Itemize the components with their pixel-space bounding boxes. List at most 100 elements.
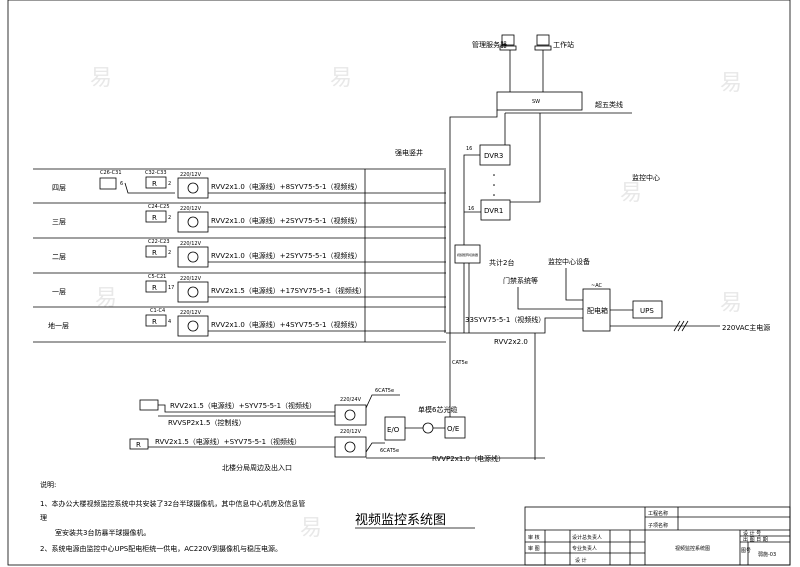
oe-converter [444, 416, 466, 439]
svg-text:R: R [136, 441, 141, 449]
floor-grid [33, 168, 446, 343]
svg-text:配电箱: 配电箱 [587, 306, 608, 315]
svg-text:1、本办公大楼视频监控系统中共安装了32台半球摄像机，其中信: 1、本办公大楼视频监控系统中共安装了32台半球摄像机，其中信息中心机房及信息管 [40, 499, 305, 508]
svg-text:RVV2x2.0: RVV2x2.0 [494, 338, 528, 346]
svg-text:2: 2 [168, 181, 171, 187]
svg-text:16: 16 [468, 206, 474, 212]
eo-converter [384, 416, 406, 441]
svg-text:RVV2x1.5（电源线）+17SYV75-5-1（视频线）: RVV2x1.5（电源线）+17SYV75-5-1（视频线） [211, 286, 366, 295]
svg-text:出 图 日 期: 出 图 日 期 [743, 536, 768, 543]
svg-text:专业负责人: 专业负责人 [572, 545, 597, 552]
floor-row: C32-C33 R 2 220/12V RVV2x1.0（电源线）+8SYV75… [145, 170, 446, 199]
svg-text:R: R [152, 284, 157, 292]
svg-text:R: R [152, 318, 157, 326]
riser-label: 强电竖井 [395, 148, 423, 157]
svg-text:一层: 一层 [52, 288, 66, 296]
ptz-camera-icon [129, 438, 149, 450]
switch-box [496, 91, 583, 111]
svg-text:视频监控系统图: 视频监控系统图 [675, 545, 710, 552]
title-block: 工程名称 子项名称 审 核 审 图 设计总负责人 专业负责人 设 计 视频监控系… [524, 506, 791, 566]
svg-text:C22-C23: C22-C23 [148, 239, 170, 245]
svg-text:设 计 号: 设 计 号 [743, 530, 761, 537]
ptz-camera-icon [145, 176, 167, 189]
svg-text:设 计: 设 计 [575, 557, 587, 564]
drawing-frame [7, 0, 791, 566]
svg-text:审 图: 审 图 [528, 545, 540, 552]
svg-text:子项名称: 子项名称 [648, 522, 668, 529]
computer-icon [501, 34, 515, 46]
svg-text:2、系统电源由监控中心UPS配电柜统一供电，AC220V到摄: 2、系统电源由监控中心UPS配电柜统一供电，AC220V到摄像机与稳压电源。 [40, 544, 282, 553]
svg-text:RVV2x1.5（电源线）+SYV75-5-1（视频线）: RVV2x1.5（电源线）+SYV75-5-1（视频线） [170, 401, 316, 410]
svg-text:220/12V: 220/12V [180, 310, 202, 316]
transformer-box [177, 177, 209, 199]
svg-text:理: 理 [40, 514, 47, 522]
transformer-box [177, 211, 209, 233]
svg-text:三层: 三层 [52, 218, 66, 226]
svg-text:6CAT5e: 6CAT5e [380, 448, 399, 454]
svg-text:220/12V: 220/12V [180, 172, 202, 178]
svg-text:易: 易 [90, 66, 112, 91]
monitoring-center: 管理服务器 工作站 SW 超五类线 DVR3 16 DVR1 16 视频矩阵切换… [446, 34, 770, 460]
svg-text:说明:: 说明: [40, 480, 56, 489]
svg-text:二层: 二层 [52, 253, 66, 261]
svg-text:220/12V: 220/12V [180, 241, 202, 247]
svg-text:C32-C33: C32-C33 [145, 170, 167, 176]
svg-text:RVVSP2x1.5（控制线）: RVVSP2x1.5（控制线） [168, 418, 245, 427]
svg-text:北楼分局周边及出入口: 北楼分局周边及出入口 [222, 463, 292, 472]
camera-icon [139, 399, 159, 411]
svg-text:工作站: 工作站 [553, 40, 574, 49]
svg-text:220/12V: 220/12V [180, 206, 202, 212]
fiber-joint-icon [422, 422, 434, 434]
svg-text:图号: 图号 [741, 548, 751, 554]
floor-row-4: 四层 C26-C31 6 [52, 170, 175, 194]
drawing-title: 视频监控系统图 [355, 513, 446, 528]
svg-text:33SYV75-5-1（视频线）: 33SYV75-5-1（视频线） [465, 315, 545, 324]
svg-text:RVV2x1.0（电源线）+8SYV75-5-1（视频线）: RVV2x1.0（电源线）+8SYV75-5-1（视频线） [211, 182, 361, 191]
svg-text:C26-C31: C26-C31 [100, 170, 122, 176]
svg-text:~AC: ~AC [591, 283, 603, 289]
svg-text:UPS: UPS [640, 307, 654, 315]
ptz-camera-icon [145, 280, 167, 293]
watermarks: 易 易 易 易 易 易 易 [90, 66, 742, 541]
svg-text:2: 2 [168, 215, 171, 221]
svg-text:管理服务器: 管理服务器 [472, 40, 507, 49]
floor-rows: C32-C33 R 2 220/12V RVV2x1.0（电源线）+8SYV75… [48, 170, 446, 337]
svg-text:易: 易 [330, 66, 352, 91]
svg-text:6CAT5e: 6CAT5e [375, 388, 394, 394]
svg-text:16: 16 [466, 146, 472, 152]
floor-row: 地一层 C1-C4 R 4 220/12V RVV2x1.0（电源线）+4SYV… [48, 308, 446, 337]
svg-text:易: 易 [95, 286, 117, 311]
matrix-box [454, 244, 481, 264]
svg-text:C1-C4: C1-C4 [150, 308, 165, 314]
svg-text:易: 易 [720, 291, 742, 316]
transformer-box [177, 315, 209, 337]
cable-mark [673, 320, 689, 332]
svg-text:监控中心: 监控中心 [632, 173, 660, 182]
ptz-camera-icon [145, 245, 167, 258]
north-section: RVV2x1.5（电源线）+SYV75-5-1（视频线） RVVSP2x1.5（… [129, 388, 545, 472]
svg-text:220VAC主电源: 220VAC主电源 [722, 323, 770, 332]
ptz-camera-icon [145, 210, 167, 223]
svg-text:视频矩阵切换器: 视频矩阵切换器 [457, 252, 478, 257]
dvr-box [480, 199, 511, 221]
svg-text:R: R [152, 249, 157, 257]
svg-text:超五类线: 超五类线 [595, 100, 623, 109]
svg-text:门禁系统等: 门禁系统等 [503, 276, 538, 285]
svg-text:C24-C25: C24-C25 [148, 204, 170, 210]
svg-text:易: 易 [720, 71, 742, 96]
svg-text:4: 4 [168, 319, 171, 325]
svg-text:易: 易 [300, 516, 322, 541]
svg-text:易: 易 [620, 181, 642, 206]
svg-text:单模6芯光缆: 单模6芯光缆 [418, 405, 457, 414]
svg-text:2: 2 [168, 250, 171, 256]
notes: 说明: 1、本办公大楼视频监控系统中共安装了32台半球摄像机，其中信息中心机房及… [40, 480, 305, 553]
svg-text:DVR1: DVR1 [484, 207, 503, 215]
svg-text:RVV2x1.0（电源线）+4SYV75-5-1（视频线）: RVV2x1.0（电源线）+4SYV75-5-1（视频线） [211, 320, 361, 329]
transformer-box [334, 436, 367, 458]
svg-text:室安装共3台防暴半球摄像机。: 室安装共3台防暴半球摄像机。 [55, 528, 150, 537]
svg-text:RVV2x1.0（电源线）+2SYV75-5-1（视频线）: RVV2x1.0（电源线）+2SYV75-5-1（视频线） [211, 216, 361, 225]
svg-text:共计2台: 共计2台 [489, 258, 514, 267]
computer-icon [536, 34, 550, 46]
svg-text:R: R [152, 214, 157, 222]
